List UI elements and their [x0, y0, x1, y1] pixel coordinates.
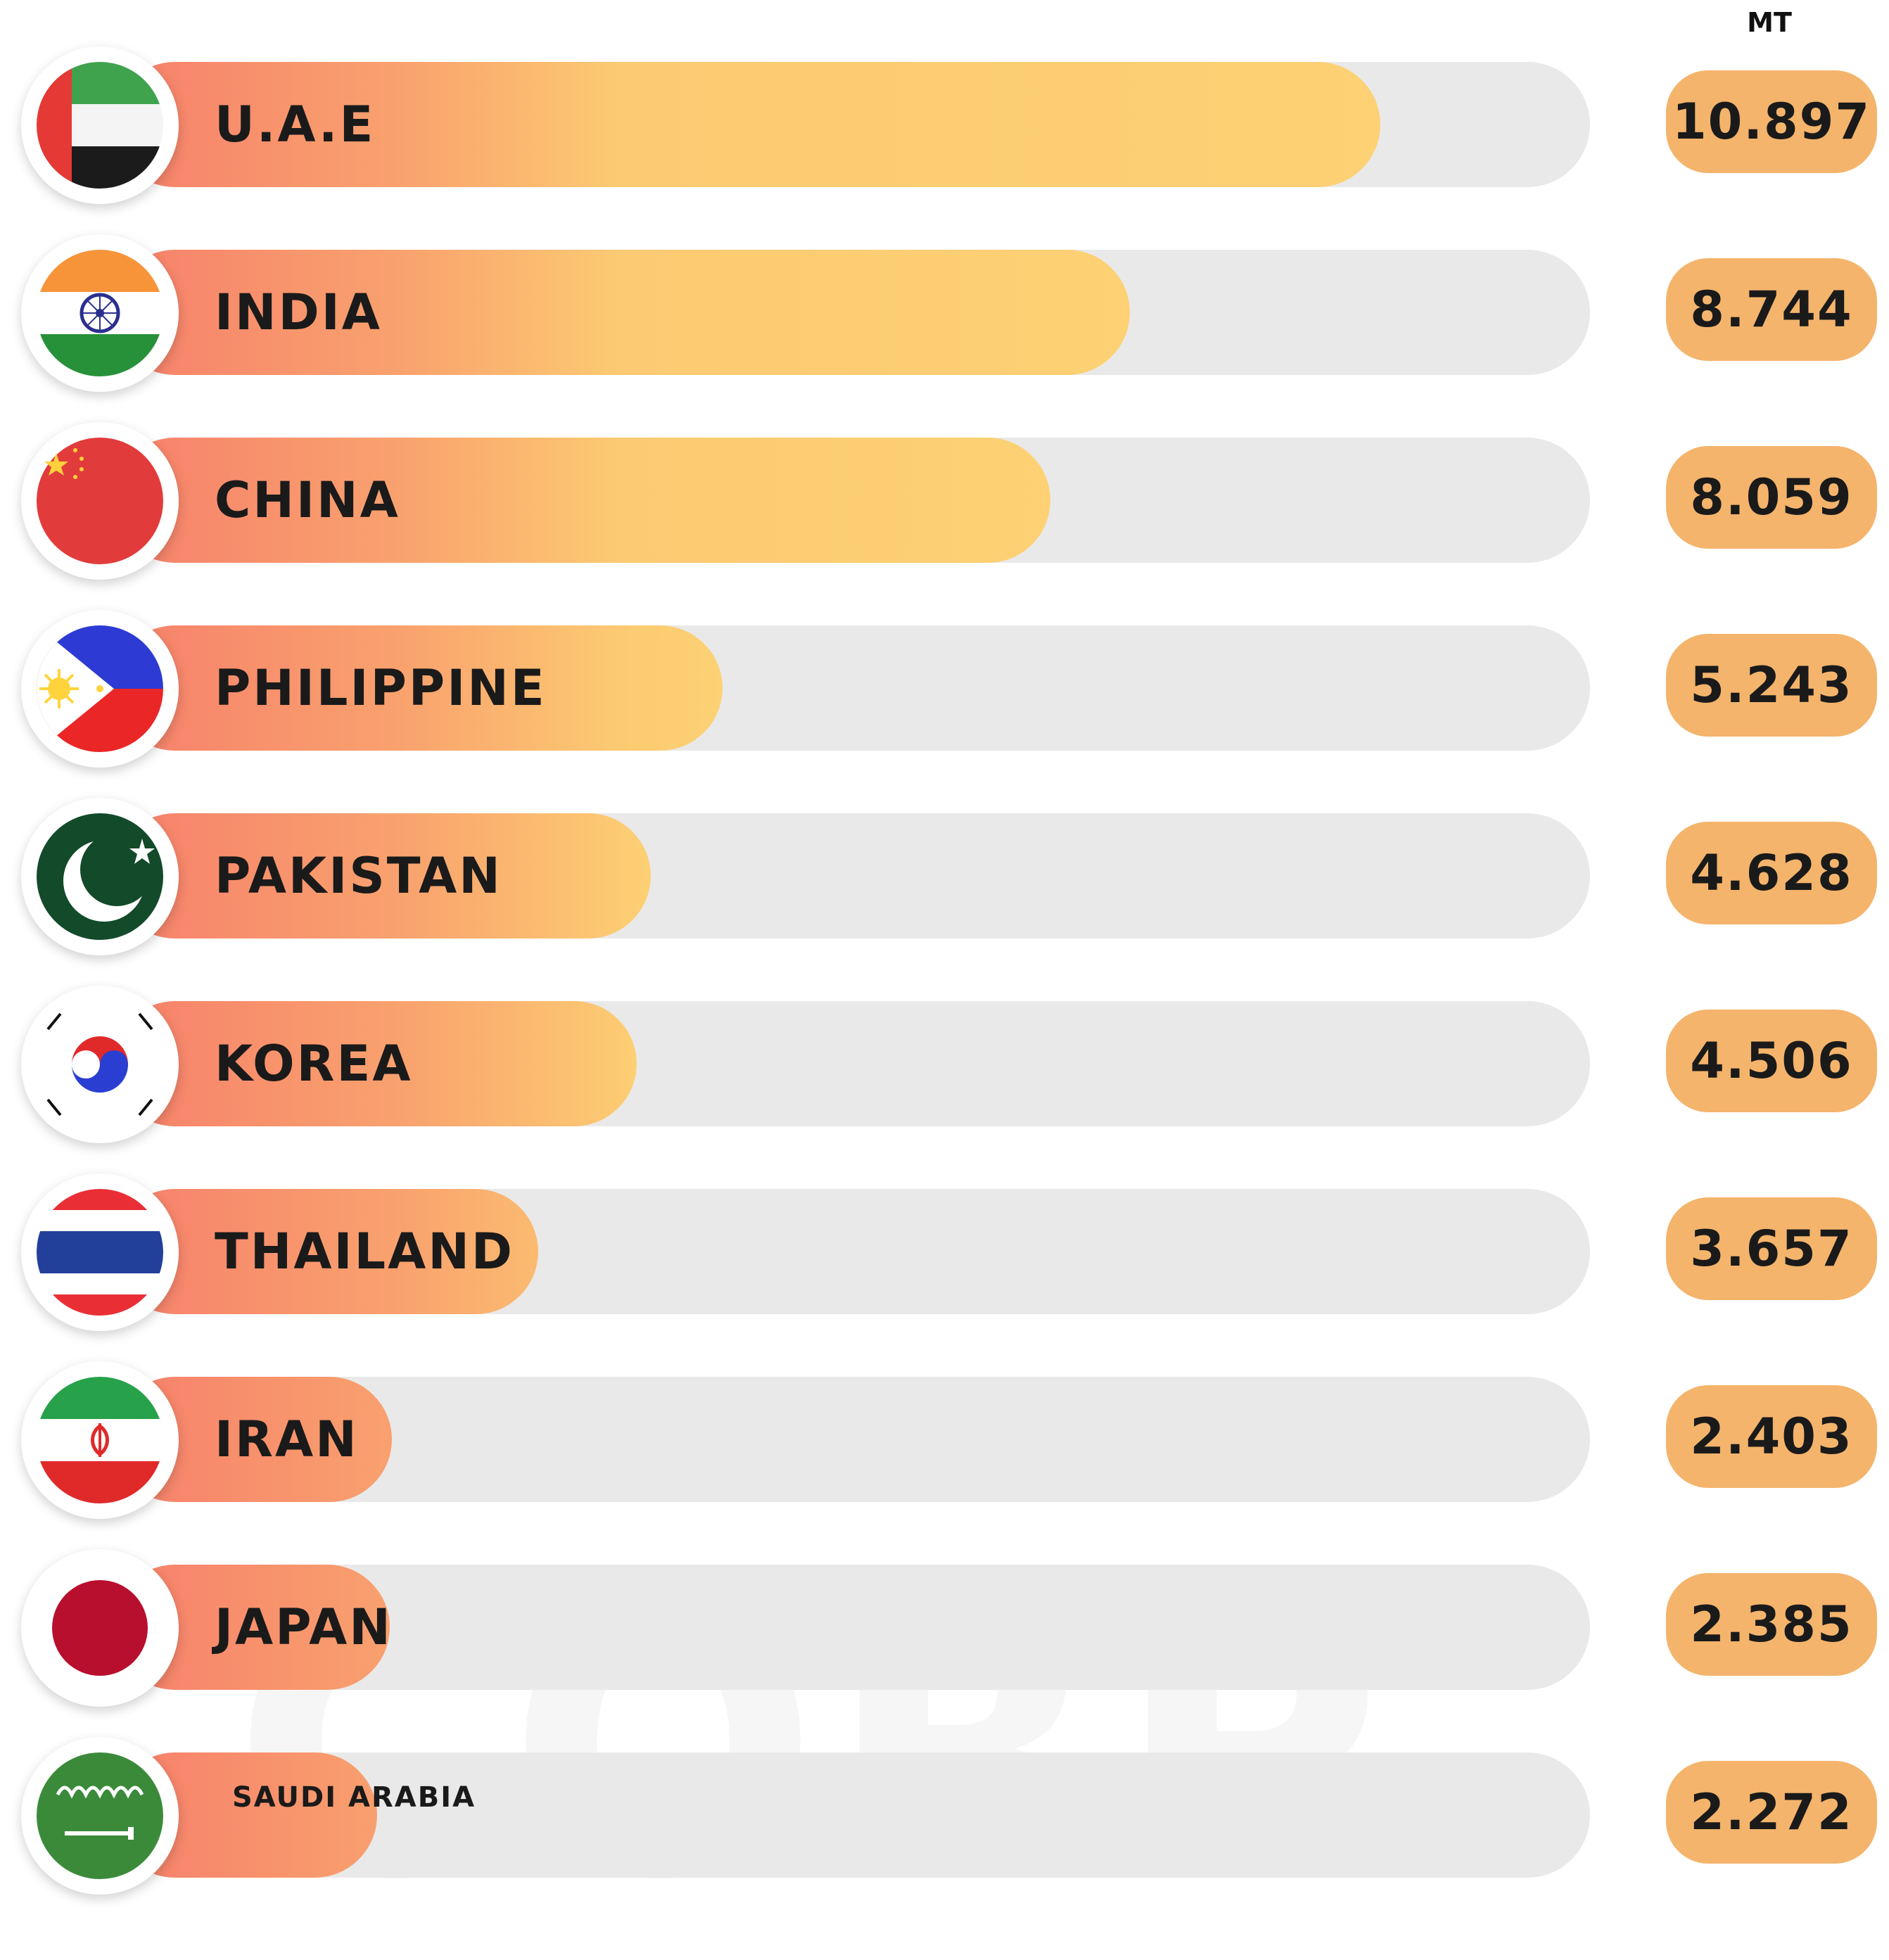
bar-fill [113, 1001, 637, 1126]
bar-row: JAPAN 2.385 [0, 1549, 1889, 1707]
india-flag-icon [37, 250, 163, 376]
korea-flag-icon [37, 1001, 163, 1128]
value-label: 8.744 [1666, 258, 1877, 361]
thailand-flag-icon [37, 1189, 163, 1316]
country-label: PAKISTAN [215, 847, 502, 905]
bar-row: SAUDI ARABIA 2.272 [0, 1737, 1889, 1895]
value-label: 2.403 [1666, 1385, 1877, 1488]
value-label: 5.243 [1666, 634, 1877, 737]
philippines-flag-icon [37, 625, 163, 752]
country-label: SAUDI ARABIA [232, 1781, 476, 1814]
flag-badge [21, 234, 179, 392]
country-label: IRAN [215, 1411, 359, 1468]
bar-row: IRAN 2.403 [0, 1361, 1889, 1519]
uae-flag-icon [37, 62, 163, 189]
country-label: THAILAND [215, 1223, 515, 1280]
value-label: 4.628 [1666, 822, 1877, 924]
flag-badge [21, 1361, 179, 1519]
saudi-arabia-flag-icon [37, 1752, 163, 1879]
value-label: 2.385 [1666, 1573, 1877, 1676]
country-label: CHINA [215, 471, 400, 529]
bar-row: INDIA 8.744 [0, 234, 1889, 392]
flag-badge [21, 798, 179, 955]
bar-row: THAILAND 3.657 [0, 1173, 1889, 1331]
value-label: 2.272 [1666, 1761, 1877, 1864]
iran-flag-icon [37, 1377, 163, 1503]
flag-badge [21, 422, 179, 580]
flag-badge [21, 1737, 179, 1895]
bar-fill [113, 250, 1130, 375]
country-label: U.A.E [215, 96, 376, 153]
bar-fill [113, 1189, 538, 1314]
china-flag-icon [37, 438, 163, 564]
bar-row: PAKISTAN 4.628 [0, 798, 1889, 955]
flag-badge [21, 610, 179, 768]
flag-badge [21, 46, 179, 204]
flag-badge [21, 1173, 179, 1331]
bar-row: U.A.E 10.897 [0, 46, 1889, 204]
country-label: INDIA [215, 284, 382, 341]
japan-flag-icon [37, 1565, 163, 1691]
bar-fill [113, 625, 723, 751]
value-label: 8.059 [1666, 446, 1877, 549]
value-label: 4.506 [1666, 1010, 1877, 1112]
unit-label: MT [1747, 7, 1792, 38]
pakistan-flag-icon [37, 813, 163, 940]
bar-row: KOREA 4.506 [0, 986, 1889, 1143]
bar-fill [113, 62, 1380, 187]
bar-row: CHINA 8.059 [0, 422, 1889, 580]
flag-badge [21, 1549, 179, 1707]
flag-badge [21, 986, 179, 1143]
value-label: 3.657 [1666, 1197, 1877, 1300]
value-label: 10.897 [1666, 70, 1877, 173]
bar-fill [113, 438, 1050, 563]
bar-fill [113, 813, 651, 938]
bar-row: PHILIPPINE 5.243 [0, 610, 1889, 768]
country-label: KOREA [215, 1035, 413, 1093]
country-label: PHILIPPINE [215, 659, 547, 717]
country-label: JAPAN [215, 1598, 393, 1656]
